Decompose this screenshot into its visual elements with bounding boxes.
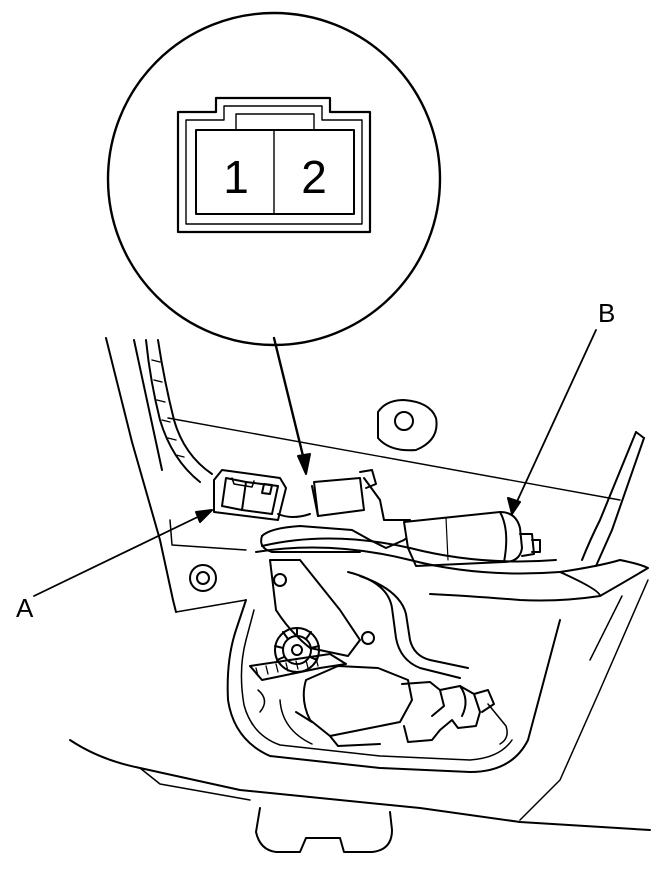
wire-harness <box>145 339 213 483</box>
callout-b-leader <box>507 329 597 515</box>
actuator-motor <box>403 511 541 567</box>
callout-b-label: B <box>598 298 615 328</box>
zoom-leader-arrow <box>272 336 311 475</box>
callout-a-leader <box>33 509 213 597</box>
gear <box>274 627 320 673</box>
outer-handle <box>581 431 645 567</box>
latch-assembly <box>226 559 561 773</box>
pin-2-label: 2 <box>301 151 327 203</box>
door-panel <box>69 337 651 853</box>
lock-rod <box>255 537 649 602</box>
connector-zoom-view <box>106 11 442 347</box>
pin-1-label: 1 <box>223 151 249 203</box>
actuator-bracket <box>260 469 415 553</box>
connector-a <box>213 469 311 521</box>
connector-face <box>176 96 372 234</box>
callout-a-label: A <box>16 593 34 623</box>
